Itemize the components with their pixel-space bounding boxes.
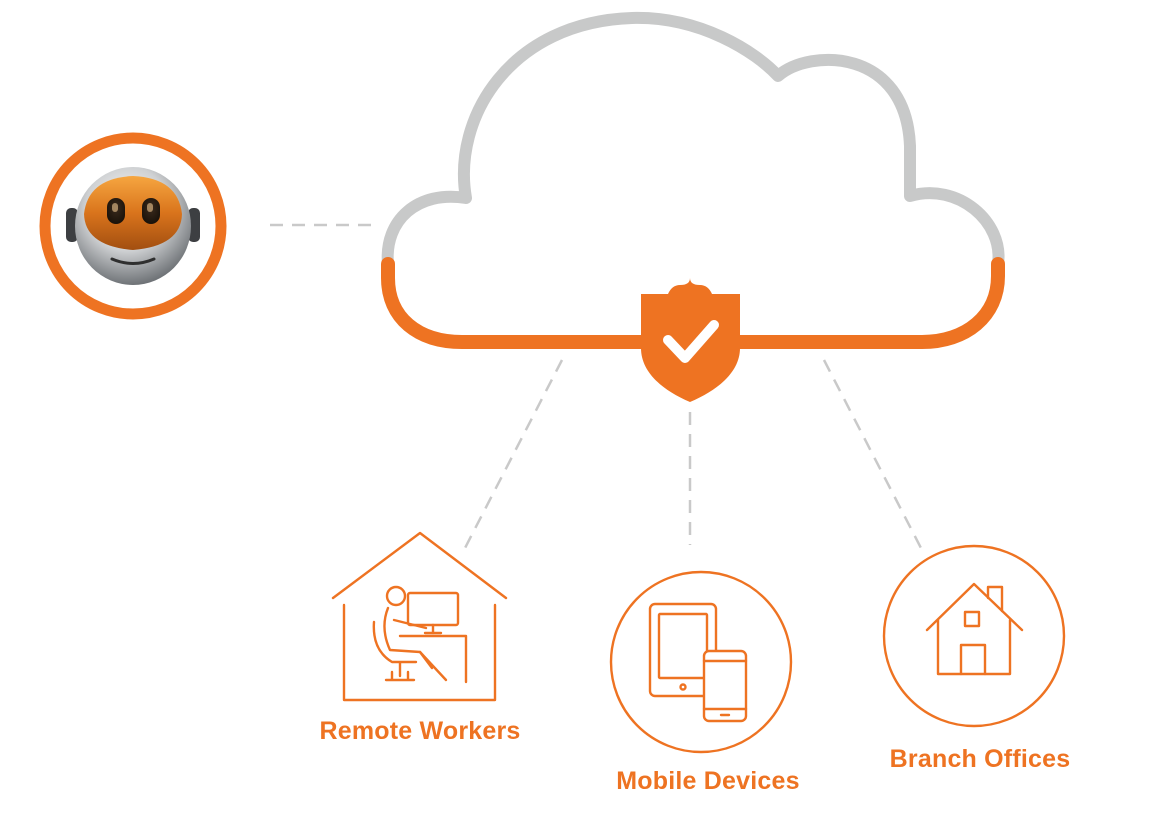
robot-mascot-icon bbox=[39, 132, 227, 320]
connectors bbox=[463, 359, 924, 551]
shield-check-icon bbox=[641, 278, 740, 402]
connector-remote bbox=[463, 359, 564, 549]
tablet-phone-icon bbox=[609, 570, 793, 754]
mobile-devices-label: Mobile Devices bbox=[616, 767, 800, 795]
cloud-top-arc bbox=[381, 11, 1005, 270]
branch-offices-label: Branch Offices bbox=[889, 745, 1071, 773]
house-icon bbox=[882, 544, 1066, 728]
connector-branch bbox=[822, 359, 924, 551]
home-worker-icon bbox=[331, 531, 508, 702]
remote-workers-label: Remote Workers bbox=[319, 717, 521, 745]
